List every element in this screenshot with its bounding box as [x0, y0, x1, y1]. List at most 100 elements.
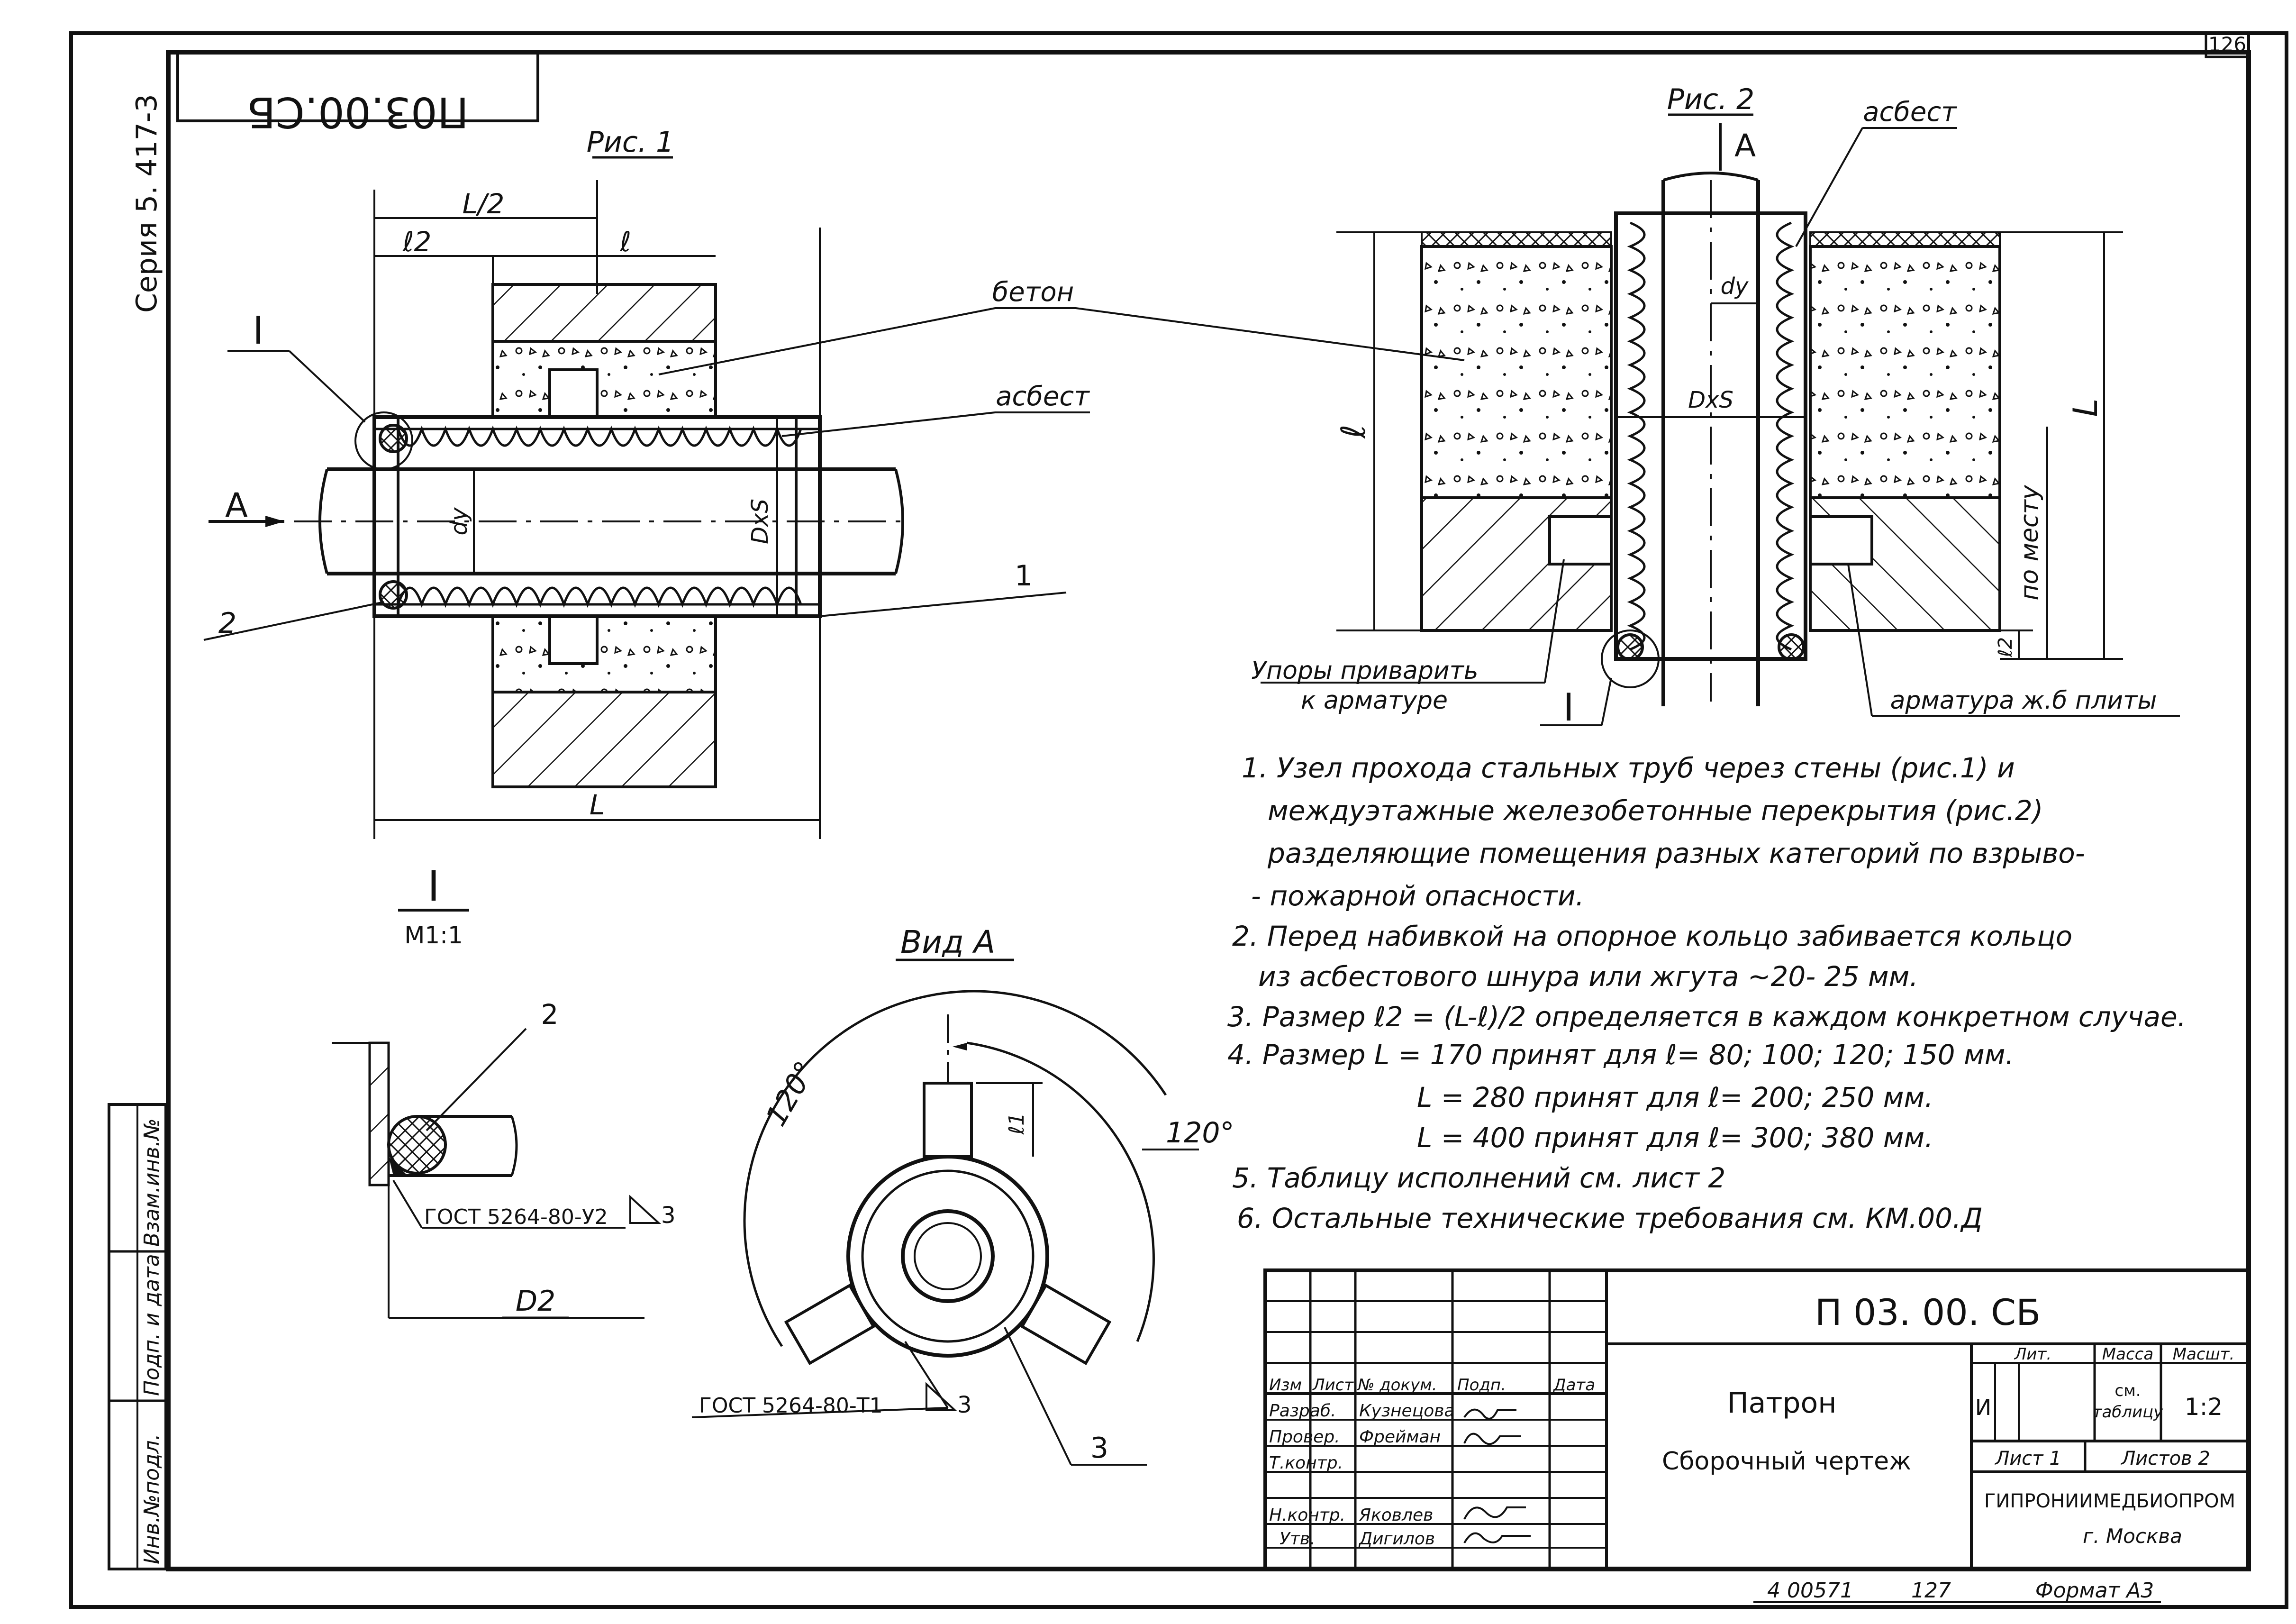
signature-nkontr — [1463, 1506, 1526, 1520]
tb-row-razrab: Разраб. — [1269, 1401, 1336, 1421]
fig2-label-DxS: DxS — [1688, 387, 1733, 413]
note-line-3: разделяющие помещения разных категорий п… — [1267, 837, 2085, 869]
tb-prover-name: Фрейман — [1359, 1427, 1441, 1447]
tb-col-podp: Подп. — [1457, 1376, 1506, 1395]
outer-frame — [69, 31, 2288, 1609]
fig2-label-armatura: арматура ж.б плиты — [1890, 686, 2157, 715]
tb-row-nkontr: Н.контр. — [1269, 1505, 1345, 1525]
view-gost: ГОСТ 5264-80-Т1 — [699, 1394, 883, 1418]
fig1-dim-L2: L/2 — [463, 188, 505, 220]
tb-row-prover: Провер. — [1269, 1427, 1340, 1447]
detail-callout-2: 2 — [541, 998, 559, 1031]
fig2-caption: Рис. 2 — [1667, 83, 1754, 116]
note-line-5: 2. Перед набивкой на опорное кольцо заби… — [1232, 920, 2072, 952]
tb-col-izm: Изм — [1269, 1376, 1302, 1395]
fig1-callout-I: I — [253, 309, 264, 353]
fig2-label-A: A — [1734, 128, 1756, 164]
fig1-dim-l2: ℓ2 — [402, 226, 432, 258]
signature-razrab — [1463, 1408, 1516, 1420]
view-caption: Вид А — [900, 924, 995, 960]
note-line-8: 4. Размер L = 170 принят для ℓ= 80; 100;… — [1227, 1039, 2014, 1071]
fig1-label-asbest: асбест — [996, 381, 1090, 412]
fig2-label-dy: dy — [1721, 273, 1749, 300]
tb-mass-value-2: таблицу — [2093, 1403, 2164, 1422]
bottom-page: 127 — [1911, 1578, 1951, 1603]
tb-sheets-label: Листов 2 — [2120, 1448, 2210, 1469]
fig2-label-stops-1: Упоры приварить — [1251, 657, 1478, 685]
note-line-10: L = 400 принят для ℓ= 300; 380 мм. — [1417, 1122, 1933, 1154]
page-number-box — [2205, 32, 2250, 58]
fig1-caption: Рис. 1 — [587, 126, 674, 159]
view-callout-3: 3 — [1090, 1432, 1108, 1465]
detail-gost: ГОСТ 5264-80-У2 — [424, 1205, 608, 1229]
note-line-9: L = 280 принят для ℓ= 200; 250 мм. — [1417, 1081, 1933, 1113]
fig2-dim-L: L — [2066, 399, 2105, 417]
fig1-callout-2: 2 — [218, 607, 236, 640]
detail-dim-D2: D2 — [516, 1285, 555, 1318]
note-line-1: 1. Узел прохода стальных труб через стен… — [1242, 752, 2015, 784]
fig1-label-beton: бетон — [992, 277, 1074, 308]
tb-doc-code: П 03. 00. СБ — [1815, 1291, 2041, 1333]
fig2-dim-l2: ℓ2 — [1995, 637, 2016, 657]
detail-I: I М1:1 2 ГОСТ 5264-80-У2 3 D2 — [332, 862, 676, 1319]
figure-2: Рис. 2 A dy DxS асбест — [1075, 83, 2180, 730]
series-label: Серия 5. 417-3 — [130, 94, 163, 313]
tb-row-tkontr: Т.контр. — [1269, 1453, 1343, 1473]
fig2-label-asbest: асбест — [1863, 97, 1957, 128]
side-vzam-inv: Взам.инв.№ — [140, 1118, 164, 1247]
note-line-6: из асбестового шнура или жгута ~20- 25 м… — [1258, 960, 1918, 993]
inner-frame — [166, 50, 2251, 1571]
bottom-number: 4 00571 — [1767, 1578, 1853, 1603]
detail-scale: М1:1 — [404, 921, 463, 949]
tb-mass-value-1: см. — [2114, 1381, 2141, 1400]
fig1-dim-L: L — [590, 789, 605, 821]
detail-weld-size: 3 — [661, 1202, 676, 1229]
side-podp-data: Подп. и дата — [140, 1254, 164, 1396]
tb-col-list: Лист — [1312, 1376, 1354, 1395]
fig1-label-DxS: DxS — [747, 499, 773, 544]
fig1-callout-1: 1 — [1015, 559, 1033, 593]
signature-utv — [1463, 1532, 1531, 1544]
figure-1: Рис. 1 L/2 ℓ2 ℓ — [203, 126, 1090, 839]
view-A: Вид А 120° 120° ℓ1 ГОСТ 5264-80-Т1 3 — [691, 924, 1234, 1466]
note-line-11: 5. Таблицу исполнений см. лист 2 — [1232, 1162, 1725, 1194]
view-angle-2: 120° — [1166, 1116, 1234, 1150]
note-line-4: - пожарной опасности. — [1251, 880, 1584, 912]
tb-utv-name: Дигилов — [1358, 1529, 1435, 1549]
fig2-callout-I: I — [1563, 685, 1574, 730]
side-stamp: Инв.№подл. Подп. и дата Взам.инв.№ — [108, 1103, 167, 1570]
fig1-dim-l: ℓ — [619, 226, 631, 258]
tb-lit-value: И — [1975, 1395, 1991, 1420]
tb-sheet-label: Лист 1 — [1994, 1448, 2061, 1469]
signature-prover — [1463, 1432, 1521, 1445]
tb-scale-label: Масшт. — [2173, 1345, 2235, 1364]
view-angle-1: 120° — [759, 1056, 822, 1131]
notes: 1. Узел прохода стальных труб через стен… — [1227, 752, 2186, 1234]
fig2-label-po-mestu: по месту — [2015, 484, 2044, 600]
bottom-format: Формат А3 — [2035, 1578, 2154, 1603]
fig2-dim-l: ℓ — [1334, 425, 1373, 439]
tb-name: Патрон — [1727, 1387, 1837, 1420]
tb-nkontr-name: Яковлев — [1359, 1505, 1433, 1525]
tb-mass-label: Масса — [2102, 1345, 2153, 1364]
note-line-12: 6. Остальные технические требования см. … — [1237, 1202, 1983, 1234]
tb-razrab-name: Кузнецова — [1359, 1401, 1455, 1421]
tb-org: ГИПРОНИИМЕДБИОПРОМ — [1984, 1490, 2235, 1512]
tb-lit-label: Лит. — [2014, 1345, 2051, 1364]
detail-title: I — [427, 862, 440, 911]
page-number: 126 — [2208, 33, 2246, 56]
tb-city: г. Москва — [2083, 1524, 2182, 1548]
top-stamp-text: П03.00.СБ — [247, 88, 469, 137]
title-block: Изм Лист № докум. Подп. Дата Разраб. Куз… — [1263, 1268, 2251, 1571]
tb-row-utv: Утв. — [1280, 1529, 1316, 1549]
side-inv-podl: Инв.№подл. — [140, 1433, 164, 1564]
fig1-label-dy: dy — [446, 507, 472, 535]
fig2-label-stops-2: к арматуре — [1301, 686, 1448, 715]
view-dim-l1: ℓ1 — [1005, 1113, 1029, 1135]
note-line-2: междуэтажные железобетонные перекрытия (… — [1268, 794, 2043, 827]
note-line-7: 3. Размер ℓ2 = (L-ℓ)/2 определяется в ка… — [1227, 1001, 2186, 1033]
top-stamp-box — [176, 51, 539, 122]
tb-col-ndoc: № докум. — [1357, 1376, 1437, 1395]
view-weld-size: 3 — [957, 1392, 972, 1418]
